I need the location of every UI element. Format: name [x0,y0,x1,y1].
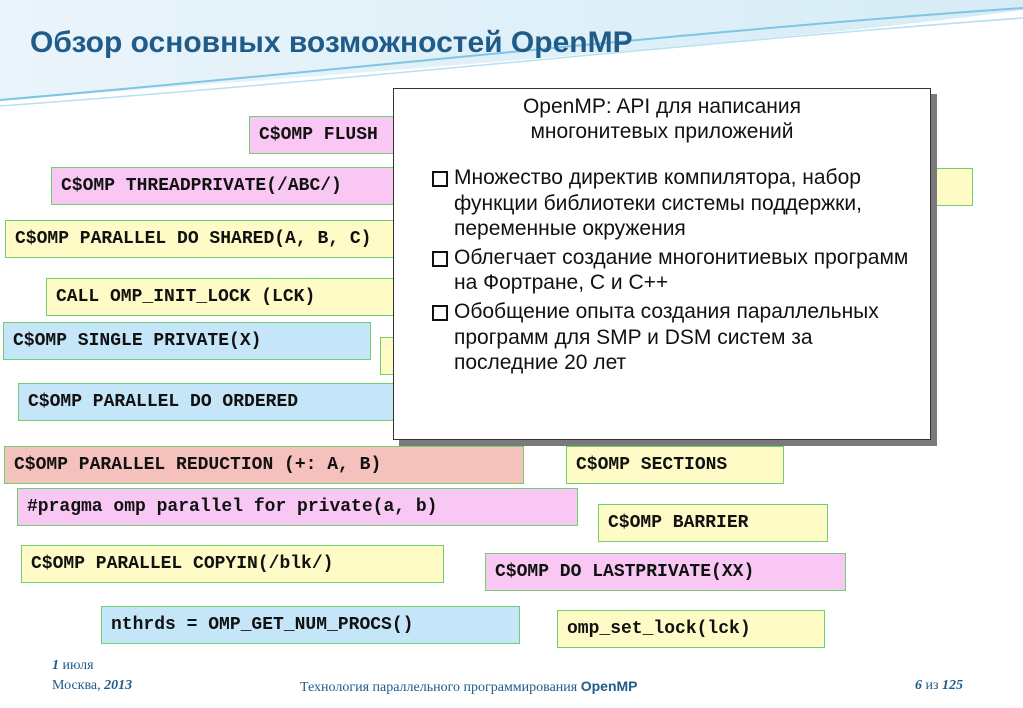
tag-copyin: C$OMP PARALLEL COPYIN(/blk/) [21,545,444,583]
checkbox-bullet-icon [432,305,448,322]
tag-parallel-reduction: C$OMP PARALLEL REDUCTION (+: A, B) [4,446,524,484]
tag-pragma: #pragma omp parallel for private(a, b) [17,488,578,526]
tag-threadprivate: C$OMP THREADPRIVATE(/ABC/) [51,167,401,205]
info-bullet: Облегчает создание многонитиевых програм… [432,245,920,295]
footer-page-number: 6 из 125 [915,678,964,693]
tag-set-lock: omp_set_lock(lck) [557,610,825,648]
tag-parallel-do-shared: C$OMP PARALLEL DO SHARED(A, B, C) [5,220,400,258]
tag-parallel-do-ordered: C$OMP PARALLEL DO ORDERED [18,383,403,421]
footer-date: 1 июля [52,658,94,673]
tag-num-procs: nthrds = OMP_GET_NUM_PROCS() [101,606,520,644]
header-wave-decoration [0,0,1023,107]
checkbox-bullet-icon [432,171,448,188]
tag-lastprivate: C$OMP DO LASTPRIVATE(XX) [485,553,846,591]
tag-single-private: C$OMP SINGLE PRIVATE(X) [3,322,371,360]
tag-sections: C$OMP SECTIONS [566,446,784,484]
info-bullet: Множество директив компилятора, набор фу… [432,165,920,241]
info-box: OpenMP: API для написания многонитевых п… [393,88,931,440]
checkbox-bullet-icon [432,250,448,267]
info-bullet: Обобщение опыта создания параллельных пр… [432,299,920,375]
tag-init-lock: CALL OMP_INIT_LOCK (LCK) [46,278,401,316]
footer-course: Технология параллельного программировани… [300,678,638,695]
tag-barrier: C$OMP BARRIER [598,504,828,542]
footer-city: Москва, 2013 [52,678,133,693]
info-box-title: OpenMP: API для написания многонитевых п… [522,95,802,144]
slide-title: Обзор основных возможностей OpenMP [30,26,633,59]
